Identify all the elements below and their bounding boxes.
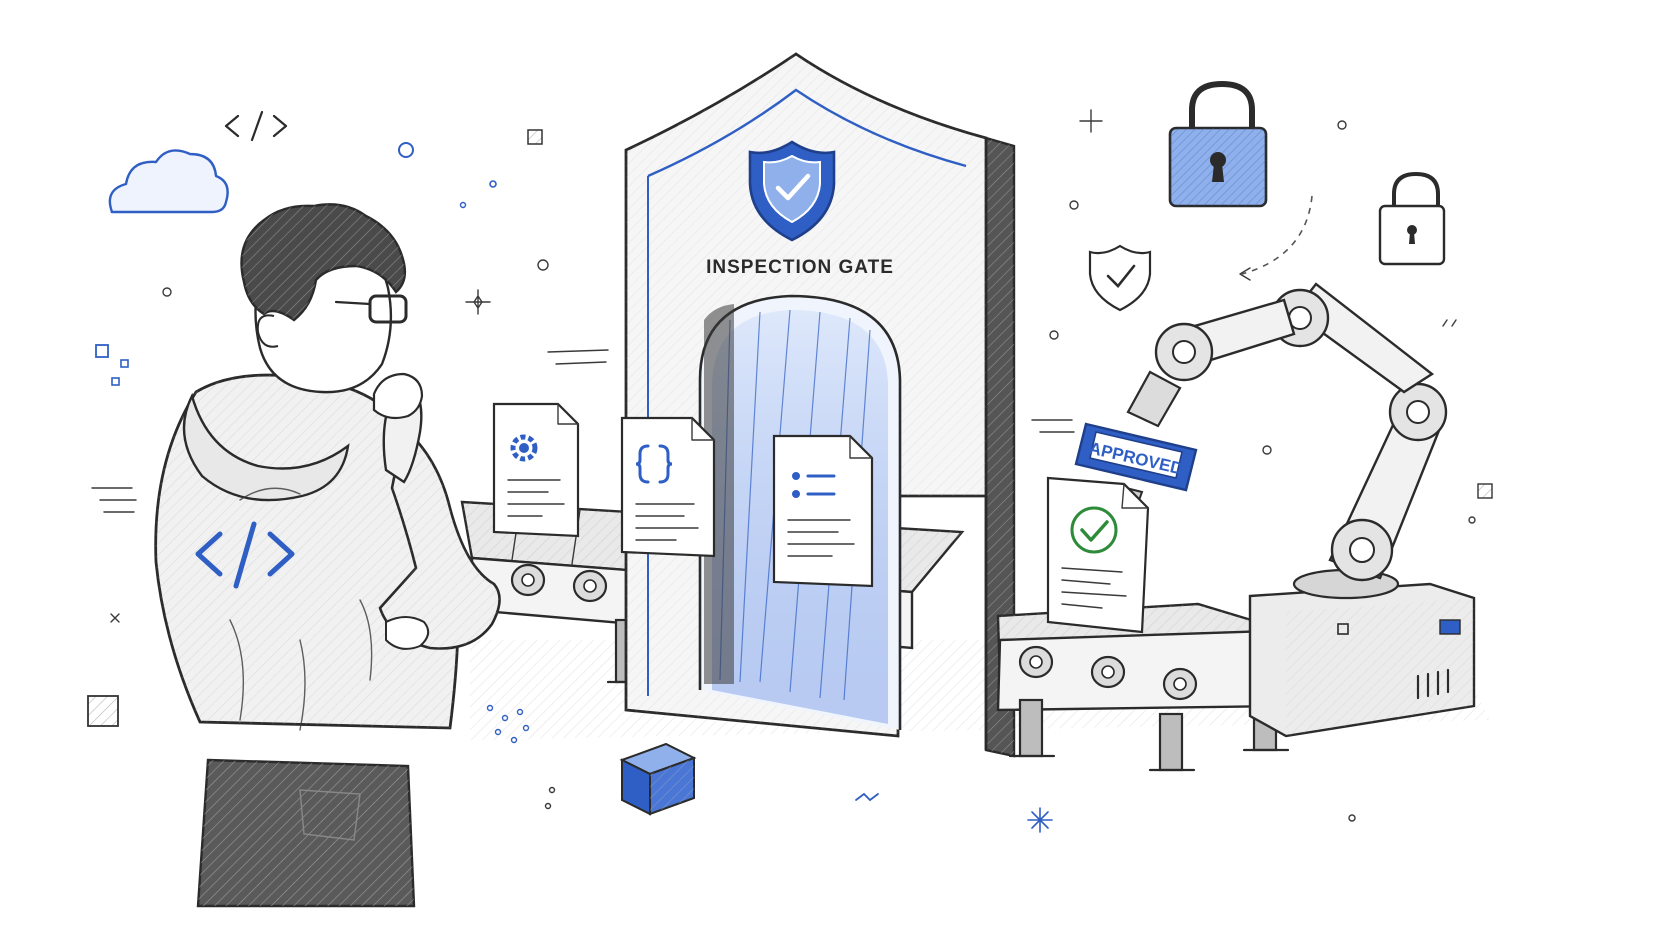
blue-cube-icon	[619, 742, 697, 816]
gear-icon	[510, 434, 538, 462]
robot-arm: APPROVED	[1074, 282, 1476, 738]
speed-lines	[91, 349, 1075, 513]
curly-braces-icon	[635, 444, 673, 484]
hatched-square	[1477, 483, 1493, 499]
blue-padlock-icon	[1168, 80, 1268, 208]
approved-document-card	[1046, 476, 1150, 634]
small-circle	[1262, 445, 1272, 455]
document-card	[772, 434, 874, 588]
sparkle-icon	[1027, 807, 1053, 833]
small-circle	[1069, 200, 1079, 210]
status-light	[1439, 619, 1461, 635]
padlock-icon	[1378, 171, 1446, 266]
developer-character	[154, 203, 501, 908]
shield-check-icon	[748, 140, 836, 242]
small-dot	[544, 802, 552, 810]
small-circle	[398, 142, 414, 158]
code-brackets-icon	[195, 521, 295, 589]
small-circle	[1049, 330, 1059, 340]
blue-square	[95, 344, 109, 358]
document-card	[492, 402, 580, 538]
shield-check-icon	[1088, 244, 1152, 312]
background-decorations	[87, 109, 1493, 833]
sparkle-icon	[465, 289, 491, 315]
glasses	[334, 294, 408, 324]
x-mark	[110, 613, 120, 623]
small-circle	[1468, 516, 1476, 524]
blue-square	[111, 377, 120, 386]
list-icon	[792, 472, 836, 498]
conveyor-rollers	[1018, 645, 1198, 701]
small-circle	[1337, 120, 1347, 130]
hatched-square	[87, 695, 119, 727]
small-circle	[537, 259, 549, 271]
code-tag-icon	[224, 110, 288, 142]
hatched-square	[527, 129, 543, 145]
squiggle	[855, 792, 879, 802]
tick-marks	[1442, 319, 1457, 327]
small-circle	[162, 287, 172, 297]
gate-label: INSPECTION GATE	[706, 257, 894, 278]
dashed-arrow	[1241, 195, 1313, 275]
sparkle-icon	[1079, 109, 1103, 133]
small-dot	[459, 201, 467, 209]
arrow-head	[1239, 267, 1251, 281]
cloud-icon	[108, 149, 229, 214]
small-dot	[1348, 814, 1356, 822]
small-dot	[489, 180, 497, 188]
document-card	[620, 416, 716, 558]
check-circle-icon	[1070, 506, 1118, 554]
small-dot	[548, 786, 556, 794]
blue-square	[120, 359, 129, 368]
